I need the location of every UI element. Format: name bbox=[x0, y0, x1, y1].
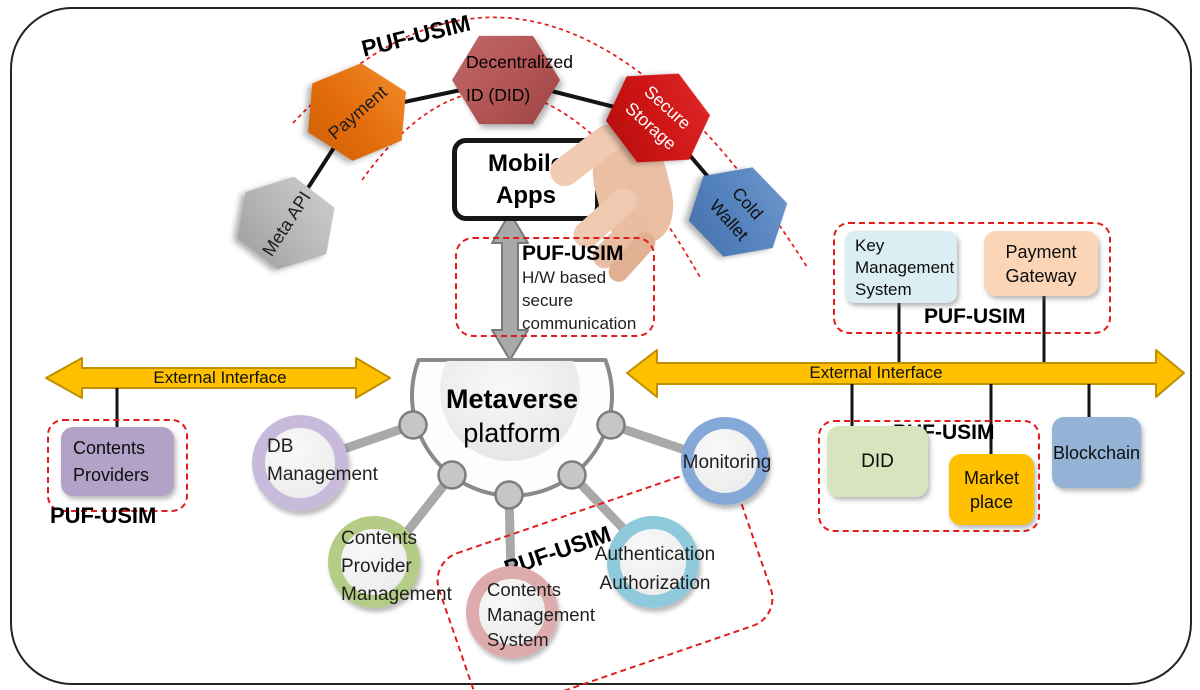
text-line: Decentralized bbox=[466, 52, 573, 72]
external-interface-label-right: External Interface bbox=[809, 363, 943, 382]
text-line: Gateway bbox=[1005, 265, 1077, 286]
text-line: Authentication bbox=[594, 544, 716, 565]
puf-usim-tag-secure-comm: PUF-USIM bbox=[522, 242, 624, 265]
text-line: ID (DID) bbox=[466, 85, 531, 105]
outer-dashed-arc bbox=[292, 16, 808, 268]
hexagon-decentralized-id bbox=[452, 35, 560, 125]
text-line: Payment bbox=[1005, 241, 1077, 262]
text-line: communication bbox=[522, 314, 637, 333]
db-management-label: DB Management bbox=[267, 433, 378, 489]
platform-name: Metaverse bbox=[445, 384, 579, 414]
text-line: Key bbox=[855, 236, 885, 255]
contents-providers-label: Contents Providers bbox=[73, 435, 149, 489]
platform-title: Metaverse platform bbox=[412, 382, 612, 450]
text-line: Management bbox=[487, 604, 595, 625]
blockchain-box: Blockchain bbox=[1052, 417, 1141, 488]
text-line: Provider bbox=[341, 556, 412, 577]
payment-gateway-label: Payment Gateway bbox=[1005, 240, 1076, 288]
mobile-apps-line2: Apps bbox=[496, 181, 556, 209]
key-management-system-box: Key Management System bbox=[845, 231, 957, 303]
text-line: H/W based bbox=[522, 268, 607, 287]
did-box: DID bbox=[827, 426, 928, 497]
secure-comm-dashed-box bbox=[455, 237, 655, 337]
text-line: Authorization bbox=[599, 573, 711, 594]
text-line: System bbox=[487, 629, 549, 650]
did-label: DID bbox=[861, 450, 894, 472]
external-interface-arrow-left bbox=[45, 357, 391, 399]
text-line: DB bbox=[267, 436, 294, 457]
secure-comm-label: H/W based secure communication bbox=[522, 266, 636, 335]
text-line: Market bbox=[963, 467, 1019, 488]
market-place-box: Market place bbox=[949, 454, 1034, 525]
text-line: Management bbox=[267, 464, 378, 485]
did-market-dashed-box bbox=[818, 420, 1040, 532]
kms-gateway-dashed-box bbox=[833, 222, 1111, 334]
text-line: place bbox=[969, 491, 1013, 512]
text-line: Management bbox=[855, 258, 955, 277]
text-line: Management bbox=[341, 584, 452, 605]
contents-providers-dashed-box bbox=[47, 419, 188, 512]
decentralized-id-label: Decentralized ID (DID) bbox=[466, 46, 573, 112]
text-line: secure bbox=[522, 291, 574, 310]
dome-connector-dots bbox=[398, 410, 626, 510]
authentication-authorization-label: Authentication Authorization bbox=[565, 540, 745, 598]
figure-border bbox=[10, 7, 1192, 685]
blockchain-label: Blockchain bbox=[1052, 442, 1141, 463]
contents-management-system-label: Contents Management System bbox=[487, 577, 595, 652]
text-line: System bbox=[855, 280, 912, 299]
contents-providers-box: Contents Providers bbox=[61, 427, 174, 496]
external-interface-label-left: External Interface bbox=[153, 368, 287, 387]
contents-provider-management-label: Contents Provider Management bbox=[341, 525, 452, 609]
text-line: Providers bbox=[73, 465, 150, 485]
text-line: Contents bbox=[487, 579, 562, 600]
payment-gateway-box: Payment Gateway bbox=[984, 231, 1098, 296]
key-management-system-label: Key Management System bbox=[855, 235, 954, 301]
external-interface-arrow-right bbox=[626, 349, 1185, 398]
text-line: Contents bbox=[73, 438, 146, 458]
puf-usim-tag-left: PUF-USIM bbox=[50, 503, 157, 528]
platform-dome-inner bbox=[440, 361, 580, 462]
platform-type: platform bbox=[463, 418, 561, 448]
monitoring-label: Monitoring bbox=[682, 452, 772, 473]
puf-usim-tag-right-top: PUF-USIM bbox=[924, 305, 1026, 328]
text-line: Contents bbox=[341, 528, 418, 549]
market-place-label: Market place bbox=[964, 466, 1019, 514]
